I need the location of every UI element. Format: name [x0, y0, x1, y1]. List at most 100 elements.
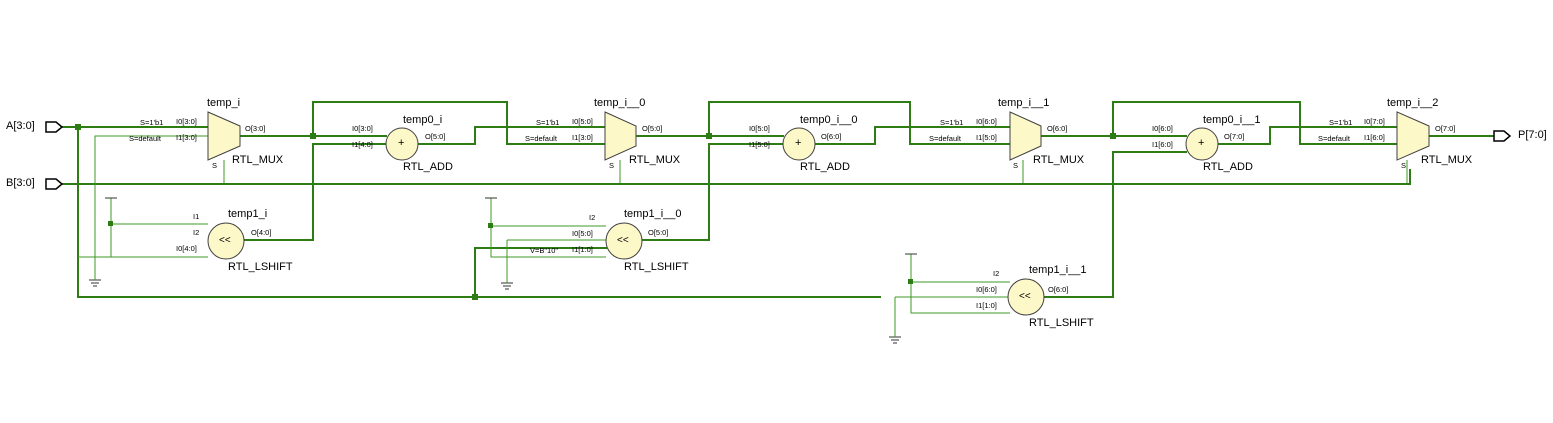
add-icon: + [398, 137, 405, 149]
cell-name-mux2: temp_i__1 [998, 97, 1050, 109]
shift-left-icon: << [617, 235, 629, 246]
pin-s-mux0: S [212, 161, 218, 170]
cell-type-sh2: RTL_LSHIFT [1029, 317, 1094, 329]
lshift-symbol[interactable] [207, 222, 245, 260]
pin-i1-mux0: I1[3:0] [176, 133, 197, 142]
pin-s1-mux1: S=default [525, 134, 557, 143]
mux-symbol[interactable] [1396, 111, 1430, 161]
pin-i1-mux3: I1[6:0] [1364, 133, 1385, 142]
pin-o-mux3: O[7:0] [1435, 124, 1456, 133]
port-a-arrow[interactable] [45, 121, 64, 133]
cell-name-add2: temp0_i__1 [1203, 114, 1261, 126]
cell-type-add0: RTL_ADD [403, 161, 453, 173]
cell-type-mux1: RTL_MUX [629, 154, 681, 166]
pin-o-mux0: O[3:0] [245, 124, 266, 133]
pin-i1-sh2: I1[1:0] [976, 301, 997, 310]
cell-name-mux1: temp_i__0 [594, 97, 646, 109]
pin-i2-sh1: I2 [589, 213, 596, 222]
mux-symbol[interactable] [1009, 111, 1042, 161]
pin-i1-sh1: I1[1:0] [572, 245, 593, 254]
pin-i0-add2: I0[6:0] [1152, 124, 1173, 133]
net-sh0-out[interactable] [244, 143, 387, 241]
pin-s-mux3: S [1401, 161, 1407, 170]
net-sh1-out[interactable] [641, 143, 784, 241]
lshift-symbol[interactable] [1007, 278, 1045, 316]
pin-s0-mux1: S=1'b1 [536, 118, 560, 127]
pin-o-sh0: O[4:0] [251, 228, 272, 237]
port-b-label: B[3:0] [6, 177, 35, 189]
cell-name-sh2: temp1_i__1 [1029, 264, 1087, 276]
cell-type-mux2: RTL_MUX [1033, 154, 1085, 166]
pin-i0-mux1: I0[5:0] [572, 117, 593, 126]
port-p-arrow[interactable] [1493, 130, 1512, 142]
adder-symbol[interactable] [385, 127, 419, 161]
pin-s0-mux3: S=1'b1 [1329, 118, 1353, 127]
cell-name-add0: temp0_i [403, 114, 443, 126]
pin-i1-add0: I1[4:0] [352, 140, 373, 149]
pin-i0-sh1: I0[5:0] [572, 229, 593, 238]
io-ports [45, 121, 1512, 190]
port-p-label: P[7:0] [1518, 129, 1547, 141]
pin-o-add0: O[5:0] [425, 132, 446, 141]
pin-i1-add2: I1[6:0] [1152, 140, 1173, 149]
port-b-arrow[interactable] [45, 178, 64, 190]
pin-i2-sh0: I2 [193, 228, 200, 237]
pin-s0-mux0: S=1'b1 [140, 118, 164, 127]
pin-s1-mux3: S=default [1318, 134, 1350, 143]
pin-v-sh1: V=B"10" [530, 246, 559, 255]
ground-symbol [501, 282, 513, 290]
cells [207, 111, 1430, 316]
pin-o-add1: O[6:0] [821, 132, 842, 141]
cell-type-mux3: RTL_MUX [1421, 154, 1473, 166]
pin-i0-add0: I0[3:0] [352, 124, 373, 133]
cell-name-mux0: temp_i [207, 97, 241, 109]
net-mux0-to-mux1[interactable] [312, 101, 606, 137]
cell-name-add1: temp0_i__0 [800, 114, 858, 126]
cell-type-sh1: RTL_LSHIFT [624, 261, 689, 273]
pin-s0-mux2: S=1'b1 [940, 118, 964, 127]
adder-symbol[interactable] [1185, 127, 1219, 161]
adder-symbol[interactable] [782, 127, 816, 161]
mux-symbol[interactable] [207, 111, 241, 161]
shift-left-icon: << [1019, 291, 1031, 302]
pin-i1-sh0: I1 [193, 212, 200, 221]
add-icon: + [795, 137, 802, 149]
net-a-to-sh1[interactable] [474, 247, 607, 298]
net-mux1-to-mux2[interactable] [708, 101, 1011, 137]
pin-o-add2: O[7:0] [1224, 132, 1245, 141]
pin-i0-mux0: I0[3:0] [176, 117, 197, 126]
net-junctions [75, 124, 1116, 300]
pin-s1-mux2: S=default [929, 134, 961, 143]
mux-symbol[interactable] [604, 111, 637, 161]
cell-type-add2: RTL_ADD [1203, 161, 1253, 173]
add-icon: + [1198, 137, 1205, 149]
cell-type-mux0: RTL_MUX [232, 154, 284, 166]
cell-type-add1: RTL_ADD [800, 161, 850, 173]
pin-i1-add1: I1[5:0] [749, 140, 770, 149]
net-b[interactable] [61, 169, 1411, 185]
pin-s-mux1: S [609, 161, 615, 170]
pin-o-mux1: O[5:0] [642, 124, 663, 133]
ground-symbol [89, 279, 101, 287]
net-add0-out[interactable] [417, 126, 606, 145]
cell-name-mux3: temp_i__2 [1387, 97, 1439, 109]
port-a-label: A[3:0] [6, 120, 35, 132]
pin-i1-mux1: I1[3:0] [572, 133, 593, 142]
net-sh2-out[interactable] [1043, 151, 1187, 298]
rail-symbols [89, 197, 917, 344]
pin-o-sh2: O[6:0] [1048, 285, 1069, 294]
pin-o-mux2: O[6:0] [1047, 124, 1068, 133]
pin-i1-mux2: I1[5:0] [976, 133, 997, 142]
net-mux2-to-mux3[interactable] [1112, 101, 1398, 137]
pin-i0-add1: I0[5:0] [749, 124, 770, 133]
net-add1-out[interactable] [814, 126, 1011, 145]
pin-s-mux2: S [1013, 161, 1019, 170]
net-add2-out[interactable] [1217, 126, 1398, 145]
pin-i0-sh2: I0[6:0] [976, 285, 997, 294]
lshift-symbol[interactable] [605, 222, 643, 260]
cell-name-sh0: temp1_i [228, 208, 268, 220]
pin-o-sh1: O[5:0] [648, 228, 669, 237]
cell-type-sh0: RTL_LSHIFT [228, 261, 293, 273]
ground-symbol [889, 336, 901, 344]
